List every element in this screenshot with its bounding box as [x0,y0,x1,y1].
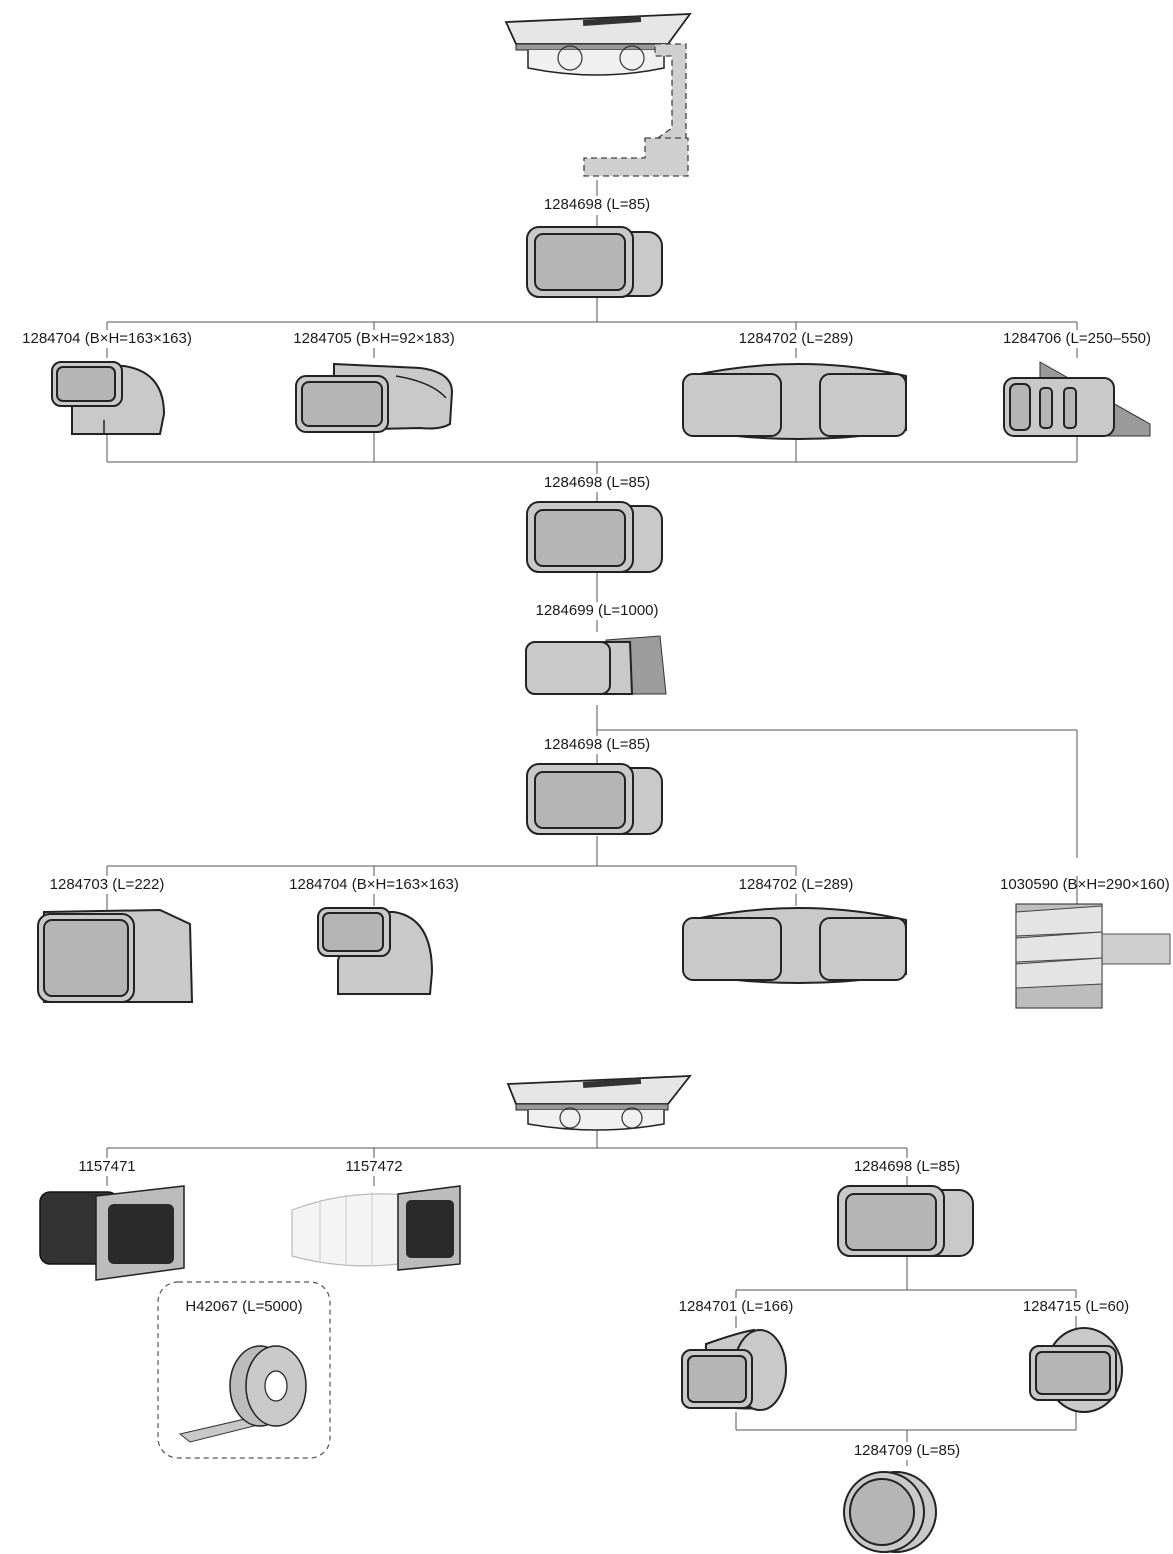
flat-duct-icon [683,364,906,439]
duct-elbow-horizontal-icon [296,364,452,432]
duct-connector-icon [527,764,662,834]
duct-connector-icon [527,227,662,297]
part-label: 1284702 (L=289) [739,876,854,894]
cooktop-extractor-icon [508,1076,690,1130]
part-label: 1284698 (L=85) [854,1158,960,1176]
part-label: 1284705 (B×H=92×183) [293,330,454,348]
part-label: H42067 (L=5000) [185,1298,302,1316]
flat-duct-icon [683,908,906,983]
part-label: 1284706 (L=250–550) [1003,330,1151,348]
long-flat-duct-icon [526,636,666,694]
part-label: 1284702 (L=289) [739,330,854,348]
part-label: 1284704 (B×H=163×163) [22,330,192,348]
part-label: 1030590 (B×H=290×160) [1000,876,1170,894]
part-label: 1284704 (B×H=163×163) [289,876,459,894]
part-label: 1284703 (L=222) [50,876,165,894]
wall-outlet-louvre-icon [1016,904,1170,1008]
part-label: 1284699 (L=1000) [535,602,658,620]
duct-adapter-icon [40,1186,184,1280]
duct-connector-icon [527,502,662,572]
part-label: 1284715 (L=60) [1023,1298,1129,1316]
part-label: 1284698 (L=85) [544,736,650,754]
telescopic-duct-icon [1004,362,1150,436]
part-label: 1284698 (L=85) [544,196,650,214]
round-connector-icon [844,1472,936,1552]
part-label: 1284701 (L=166) [679,1298,794,1316]
part-label: 1284709 (L=85) [854,1442,960,1460]
sealing-tape-roll-icon [180,1346,306,1442]
cooktop-extractor-icon [506,14,690,176]
part-label: 1157472 [345,1158,402,1176]
part-label: 1284698 (L=85) [544,474,650,492]
part-label: 1157471 [78,1158,135,1176]
flexible-duct-icon [292,1186,460,1270]
duct-reducer-icon [38,910,192,1002]
duct-connector-icon [838,1186,973,1256]
duct-elbow-vertical-icon [52,362,164,434]
round-adapter-icon [682,1330,786,1410]
duct-elbow-vertical-icon [318,908,432,994]
round-adapter-icon [1030,1328,1122,1412]
